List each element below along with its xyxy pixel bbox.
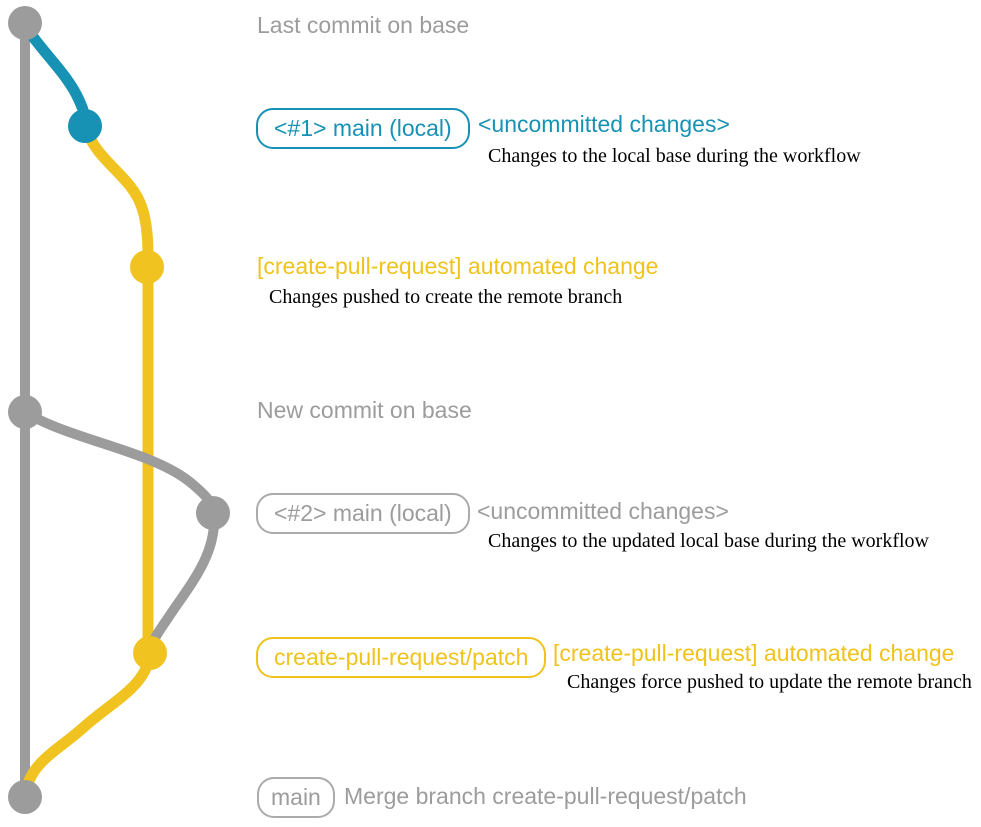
note-updated-local-base: Changes to the updated local base during… <box>488 530 929 552</box>
last-commit-label: Last commit on base <box>257 12 470 38</box>
commit-dot-main-local-2 <box>196 496 230 530</box>
commit-dot-main-local-1 <box>68 109 102 143</box>
patch-branch-line <box>79 120 154 659</box>
merge-commit-message: Merge branch create-pull-request/patch <box>344 783 747 809</box>
branch-pill-main-local-1: <#1> main (local) <box>256 108 470 149</box>
commit-title-automated-change-2: [create-pull-request] automated change <box>553 640 955 666</box>
commit-dot-automated-change-2 <box>133 636 167 670</box>
commit-dot-last-commit-on-base <box>8 6 42 40</box>
branch-pill-main: main <box>257 777 335 818</box>
local-main-1-edge <box>19 20 91 132</box>
uncommitted-changes-2: <uncommitted changes> <box>477 498 729 524</box>
commit-title-automated-change-1: [create-pull-request] automated change <box>257 253 659 279</box>
updated-local-main-edge <box>20 407 220 658</box>
note-local-base: Changes to the local base during the wor… <box>488 145 861 167</box>
branch-pill-patch: create-pull-request/patch <box>256 637 547 678</box>
commit-dot-merge-commit <box>8 780 42 814</box>
new-commit-label: New commit on base <box>257 397 472 423</box>
note-pushed-create: Changes pushed to create the remote bran… <box>269 286 623 308</box>
uncommitted-changes-1: <uncommitted changes> <box>478 111 730 137</box>
merge-edge <box>19 647 156 801</box>
branch-pill-main-local-2: <#2> main (local) <box>256 493 470 534</box>
commit-dot-automated-change-1 <box>130 250 164 284</box>
note-force-pushed: Changes force pushed to update the remot… <box>567 671 972 693</box>
commit-dot-new-commit-on-base <box>8 395 42 429</box>
